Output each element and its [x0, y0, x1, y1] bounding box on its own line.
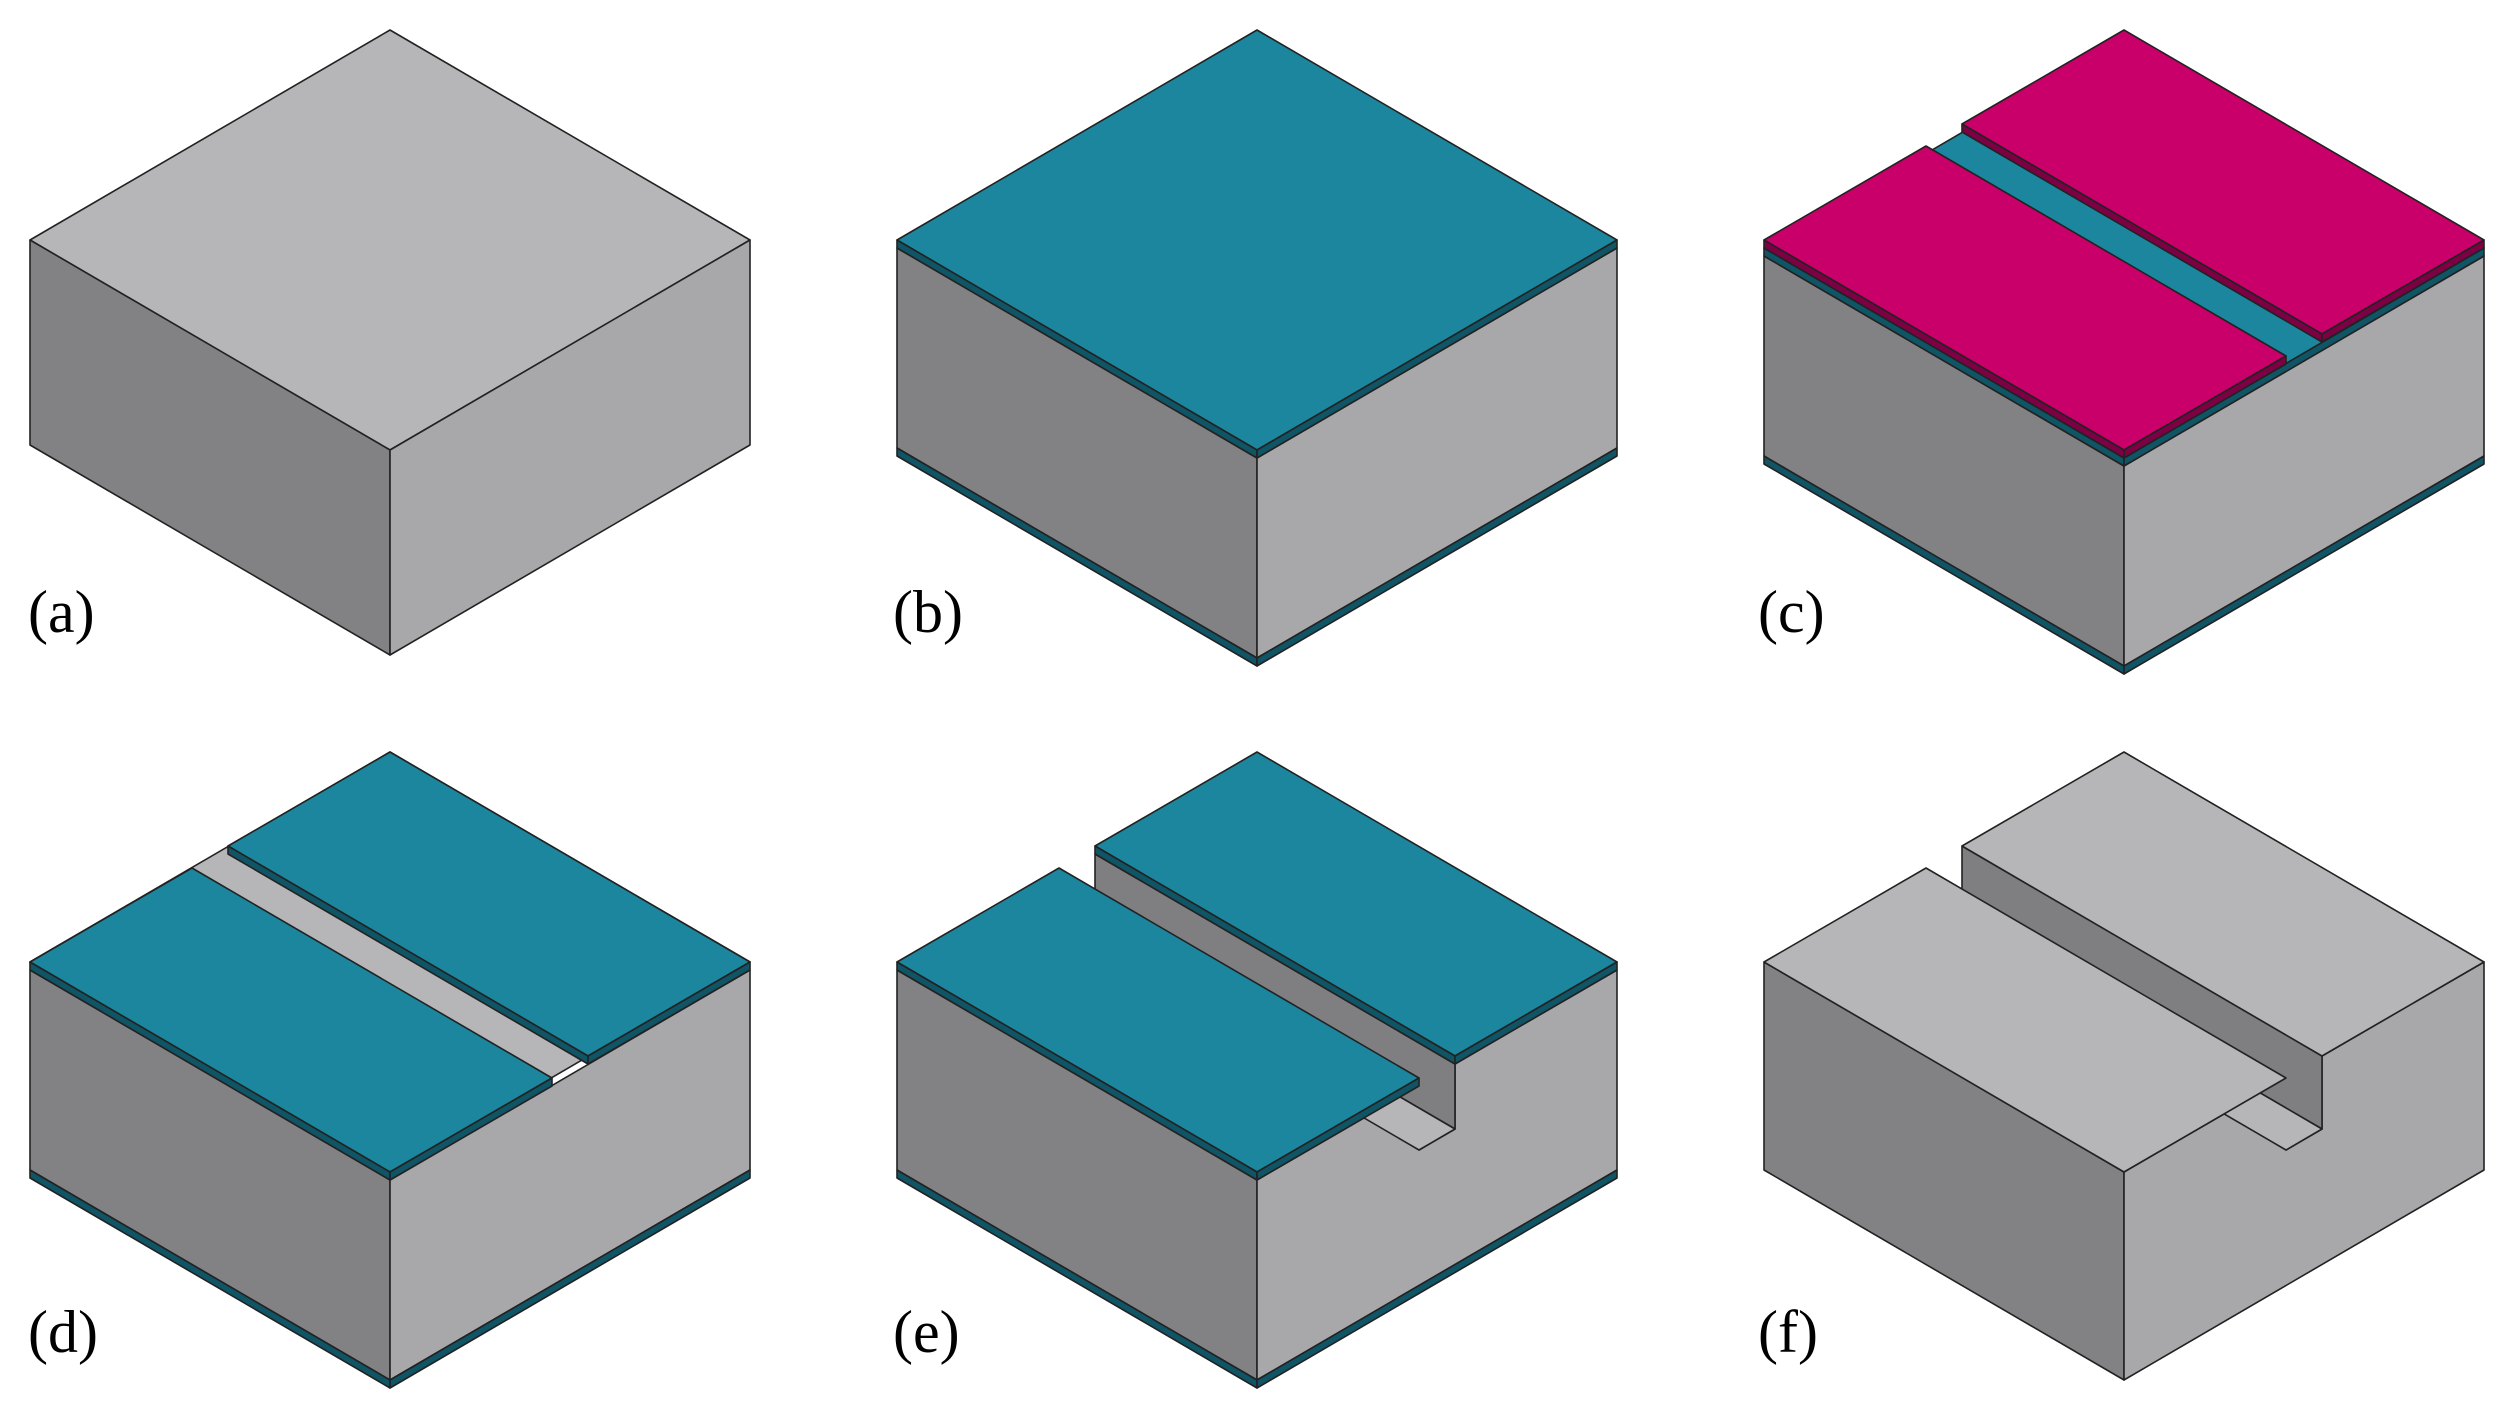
film-strip-left [896, 867, 1420, 1181]
panel-b: (b) [893, 29, 1618, 667]
bottom-film-layer [896, 1169, 1618, 1389]
substrate-top-face-right [1961, 751, 2485, 1057]
substrate-right-face [389, 239, 751, 656]
panel-a: (a) [28, 29, 751, 656]
bottom-film-layer [29, 1169, 751, 1389]
panel-c: (c) [1758, 29, 2485, 675]
panel-label-a: (a) [28, 579, 95, 645]
substrate-block [29, 29, 751, 656]
film-strip-right [227, 751, 751, 1065]
panel-e: (e) [893, 751, 1618, 1389]
panel-d: (d) [28, 751, 751, 1389]
bottom-film-layer [896, 447, 1618, 667]
film-strip-right [1094, 751, 1618, 1065]
top-film-layer [896, 29, 1618, 459]
bottom-film-layer [1763, 455, 2485, 675]
substrate-top-face-left [1763, 867, 2287, 1173]
panel-label-e: (e) [893, 1299, 960, 1365]
panel-label-f: (f) [1758, 1299, 1818, 1365]
resist-strip-left [1763, 145, 2287, 459]
panel-label-b: (b) [893, 579, 963, 645]
film-strip-left [29, 867, 553, 1181]
resist-strip-right [1961, 29, 2485, 343]
panel-label-c: (c) [1758, 579, 1825, 645]
panel-f: (f) [1758, 751, 2485, 1381]
panel-label-d: (d) [28, 1299, 98, 1365]
